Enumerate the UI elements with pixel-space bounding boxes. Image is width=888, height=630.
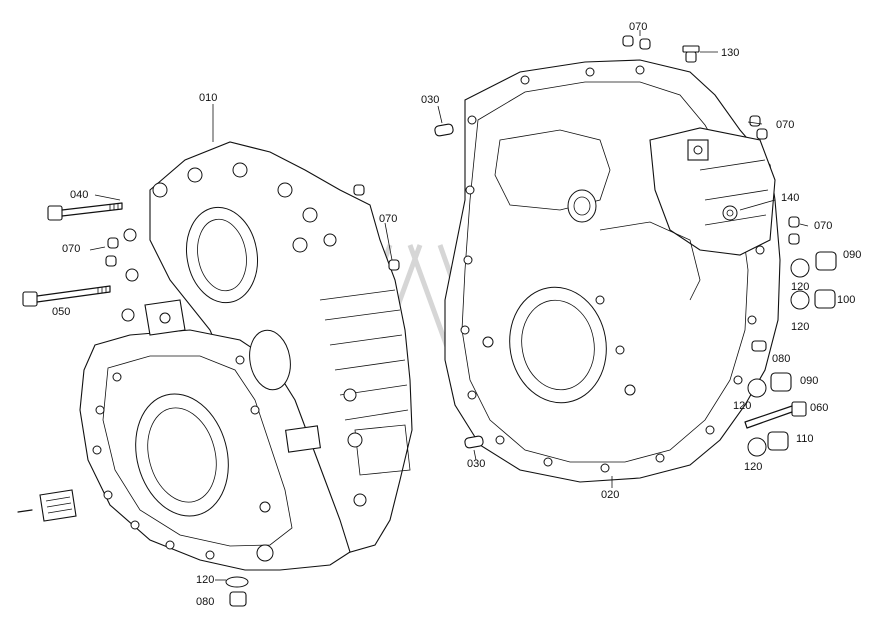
- bolt-040: [47, 202, 123, 221]
- label-070-left-b: 070: [379, 213, 397, 225]
- housing-010: [79, 141, 413, 571]
- plug-140: [722, 205, 738, 221]
- label-110: 110: [796, 433, 814, 445]
- type-plate: [17, 489, 77, 522]
- label-130: 130: [721, 47, 739, 59]
- label-140: 140: [781, 192, 799, 204]
- label-010: 010: [199, 92, 217, 104]
- label-030-bottom: 030: [467, 458, 485, 470]
- label-070-right-b: 070: [814, 220, 832, 232]
- label-090-a: 090: [843, 249, 861, 261]
- pins-030: [434, 123, 484, 449]
- label-070-top: 070: [629, 21, 647, 33]
- part-labels: 010 040 070 050 070 030 030 070 130 070 …: [52, 21, 861, 608]
- label-120-r1: 120: [791, 281, 809, 293]
- label-080-right: 080: [772, 353, 790, 365]
- label-090-b: 090: [800, 375, 818, 387]
- label-030-top: 030: [421, 94, 439, 106]
- label-080-bottom: 080: [196, 596, 214, 608]
- screw-plugs: [229, 251, 837, 607]
- label-040: 040: [70, 189, 88, 201]
- label-020: 020: [601, 489, 619, 501]
- label-120-r2: 120: [791, 321, 809, 333]
- label-100: 100: [837, 294, 855, 306]
- label-060: 060: [810, 402, 828, 414]
- label-120-bottom: 120: [196, 574, 214, 586]
- plug-130: [682, 45, 700, 63]
- label-120-r4: 120: [744, 461, 762, 473]
- bolt-060: [744, 401, 807, 429]
- label-120-r3: 120: [733, 400, 751, 412]
- label-070-left-a: 070: [62, 243, 80, 255]
- label-070-right-a: 070: [776, 119, 794, 131]
- bolt-050: [22, 285, 111, 307]
- plugs-070: [105, 35, 800, 271]
- leader-lines: [89, 30, 809, 581]
- housing-020: [444, 59, 781, 483]
- sealing-rings-120: [225, 258, 810, 588]
- label-050: 050: [52, 306, 70, 318]
